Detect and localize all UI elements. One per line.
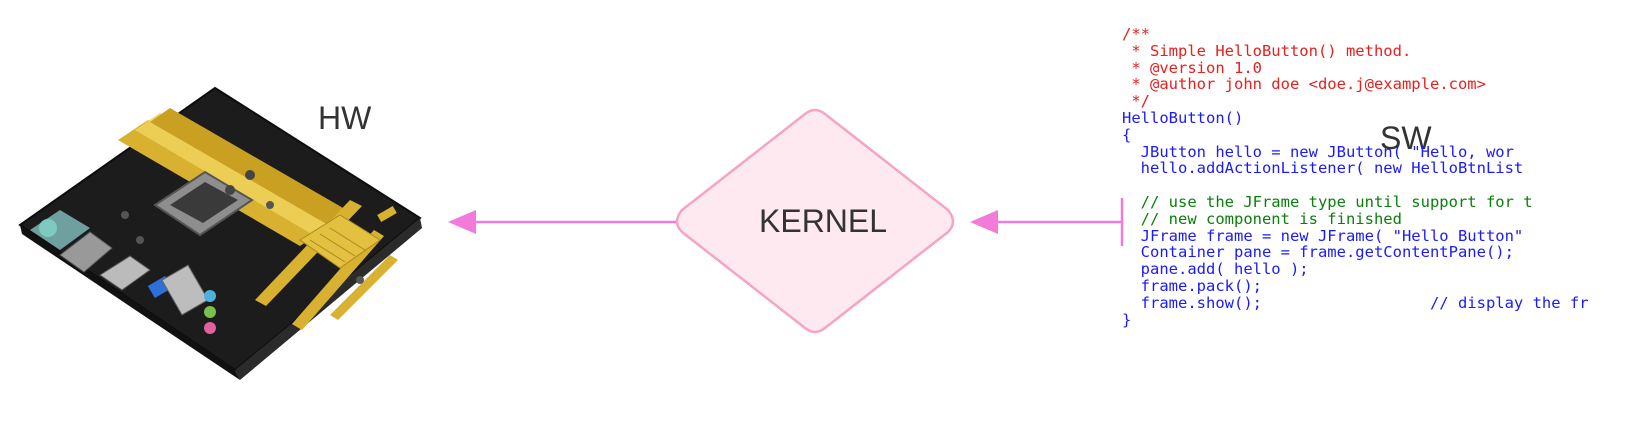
code-line: JFrame frame = new JFrame( "Hello Button… xyxy=(1122,226,1524,245)
kernel-to-hw-arrowhead xyxy=(448,210,476,234)
code-line: frame.pack(); xyxy=(1122,276,1262,295)
code-line: pane.add( hello ); xyxy=(1122,260,1309,279)
code-line: HelloButton() xyxy=(1122,108,1244,127)
code-line: } xyxy=(1122,310,1132,329)
code-line: * @author john doe <doe.j@example.com> xyxy=(1122,75,1486,94)
code-line: frame.show(); // display the fr xyxy=(1122,293,1589,312)
code-snippet: /** * Simple HelloButton() method. * @ve… xyxy=(1122,26,1627,328)
hw-label: HW xyxy=(318,100,372,136)
code-line: /** xyxy=(1122,26,1150,43)
code-line: JButton hello = new JButton( "Hello, wor xyxy=(1122,142,1514,161)
sw-label: SW xyxy=(1380,120,1432,156)
kernel-label: KERNEL xyxy=(759,203,888,239)
code-line: // new component is finished xyxy=(1122,209,1402,228)
code-line: { xyxy=(1122,125,1132,144)
code-line: */ xyxy=(1122,92,1150,111)
code-line: Container pane = frame.getContentPane(); xyxy=(1122,243,1514,262)
kernel-diamond xyxy=(675,108,955,334)
code-line: * @version 1.0 xyxy=(1122,58,1262,77)
sw-to-kernel-arrowhead xyxy=(970,210,998,234)
code-line: * Simple HelloButton() method. xyxy=(1122,41,1412,60)
motherboard-image xyxy=(18,86,422,380)
code-line: hello.addActionListener( new HelloBtnLis… xyxy=(1122,159,1524,178)
code-line xyxy=(1122,177,1627,194)
code-line: // use the JFrame type until support for… xyxy=(1122,192,1533,211)
